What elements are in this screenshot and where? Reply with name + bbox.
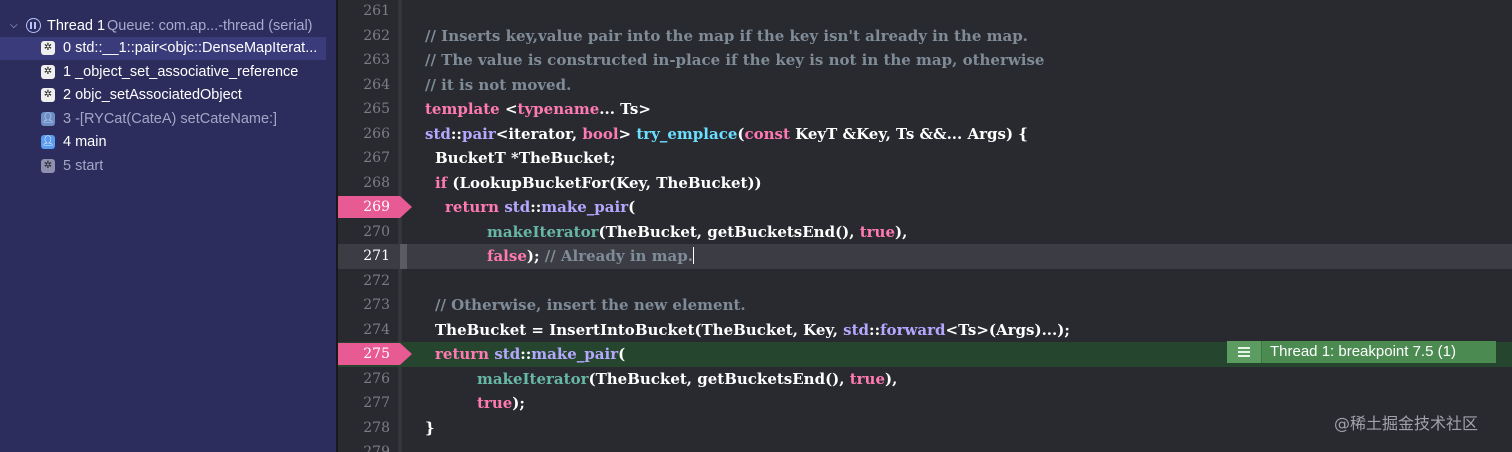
navigator-divider	[336, 0, 338, 452]
line-number: 269	[363, 199, 390, 215]
code-text: return std::make_pair(	[445, 198, 636, 216]
user-icon: 👤︎	[41, 112, 55, 126]
line-number: 278	[363, 419, 390, 436]
code-line[interactable]: 276 makeIterator(TheBucket, getBucketsEnd…	[338, 367, 1512, 392]
code-line[interactable]: 272	[338, 269, 1512, 294]
breakpoint-marker[interactable]	[338, 342, 412, 366]
stack-frame-label: 5 start	[63, 158, 104, 174]
line-number: 273	[363, 297, 390, 313]
menu-icon[interactable]	[1227, 341, 1262, 363]
code-line[interactable]: 277 true);	[338, 391, 1512, 416]
code-text: return std::make_pair(	[435, 345, 626, 363]
breakpoint-marker[interactable]	[338, 195, 412, 219]
line-number: 279	[363, 444, 390, 452]
watermark: @稀土掘金技术社区	[1334, 414, 1479, 433]
thread-name: Thread 1	[47, 18, 106, 34]
code-line[interactable]: 274 TheBucket = InsertIntoBucket(TheBucke…	[338, 318, 1512, 343]
stack-frame-label: 4 main	[63, 134, 107, 150]
code-line[interactable]: 261	[338, 0, 1512, 24]
code-text: // Inserts key,value pair into the map i…	[425, 26, 1028, 45]
line-number: 267	[363, 150, 390, 166]
line-number-gutter[interactable]	[338, 0, 400, 452]
thread-queue-label: Queue: com.ap...-thread (serial)	[107, 18, 313, 34]
chevron-down-icon[interactable]: ⌵	[10, 20, 18, 31]
current-line-marker	[400, 244, 407, 269]
code-line[interactable]: 278}	[338, 416, 1512, 441]
code-line[interactable]: 262 // Inserts key,value pair into the ma…	[338, 24, 1512, 49]
text-caret	[692, 247, 695, 264]
code-line[interactable]: 269 return std::make_pair(	[338, 195, 1512, 220]
stack-frame-5[interactable]: ✲ 5 start	[0, 155, 336, 178]
gear-icon: ✲	[41, 159, 55, 173]
code-text: // Otherwise, insert the new element.	[435, 296, 746, 314]
stack-frame-2[interactable]: ✲ 2 objc_setAssociatedObject	[0, 84, 336, 107]
stack-frame-4[interactable]: 👤︎ 4 main	[0, 131, 336, 154]
code-line[interactable]: 266 std::pair<iterator, bool> try_emplace…	[338, 122, 1512, 147]
code-text: BucketT *TheBucket;	[435, 149, 616, 167]
line-number: 264	[363, 76, 390, 93]
code-text: true);	[477, 394, 525, 412]
code-text: makeIterator(TheBucket, getBucketsEnd(),…	[487, 222, 908, 241]
code-line[interactable]: 270 makeIterator(TheBucket, getBucketsEnd…	[338, 220, 1512, 245]
line-number: 272	[363, 272, 390, 289]
line-number: 261	[363, 3, 390, 19]
code-text: if (LookupBucketFor(Key, TheBucket))	[435, 173, 762, 192]
stack-frame-label: 1 _object_set_associative_reference	[63, 64, 299, 80]
gear-icon: ✲	[41, 88, 55, 102]
code-text: // The value is constructed in-place if …	[425, 51, 1045, 69]
code-text: }	[425, 418, 435, 437]
code-folding-ribbon[interactable]	[398, 0, 402, 452]
stack-frame-label: 2 objc_setAssociatedObject	[63, 87, 242, 103]
code-text: template <typename... Ts>	[425, 100, 651, 118]
debug-navigator: ⌵ Thread 1 Queue: com.ap...-thread (seri…	[0, 0, 336, 452]
code-line[interactable]: 263 // The value is constructed in-place …	[338, 48, 1512, 73]
line-number: 262	[363, 27, 390, 44]
line-number: 268	[363, 174, 390, 191]
stack-frame-0[interactable]: ✲ 0 std::__1::pair<objc::DenseMapIterat.…	[0, 37, 326, 60]
thread-icon	[26, 18, 41, 33]
gear-icon: ✲	[41, 41, 55, 55]
gear-icon: ✲	[41, 65, 55, 79]
breakpoint-annotation[interactable]: Thread 1: breakpoint 7.5 (1)	[1227, 341, 1496, 363]
line-number: 275	[363, 346, 390, 362]
code-line[interactable]: 265 template <typename... Ts>	[338, 97, 1512, 122]
line-number: 276	[363, 370, 390, 387]
line-number: 277	[363, 395, 390, 411]
code-line[interactable]: 267 BucketT *TheBucket;	[338, 146, 1512, 171]
code-line[interactable]: 279	[338, 440, 1512, 452]
stack-frame-label: 3 -[RYCat(CateA) setCateName:]	[63, 111, 278, 127]
line-number: 270	[363, 223, 390, 240]
stack-frame-label: 0 std::__1::pair<objc::DenseMapIterat...	[63, 40, 318, 56]
line-number: 266	[363, 125, 390, 142]
code-line[interactable]: 264 // it is not moved.	[338, 73, 1512, 98]
stack-frame-1[interactable]: ✲ 1 _object_set_associative_reference	[0, 61, 336, 84]
code-line[interactable]: 271 false); // Already in map.	[338, 244, 1512, 269]
user-icon: 👤︎	[41, 135, 55, 149]
code-line[interactable]: 268 if (LookupBucketFor(Key, TheBucket))	[338, 171, 1512, 196]
code-text: false); // Already in map.	[487, 247, 695, 265]
line-number: 265	[363, 101, 390, 117]
breakpoint-annotation-text: Thread 1: breakpoint 7.5 (1)	[1270, 343, 1456, 360]
line-number: 263	[363, 52, 390, 68]
code-text: std::pair<iterator, bool> try_emplace(co…	[425, 124, 1028, 143]
thread-row[interactable]: ⌵ Thread 1 Queue: com.ap...-thread (seri…	[0, 14, 336, 38]
code-text: TheBucket = InsertIntoBucket(TheBucket, …	[435, 320, 1070, 339]
line-number: 271	[363, 248, 390, 264]
line-number: 274	[363, 321, 390, 338]
code-text: makeIterator(TheBucket, getBucketsEnd(),…	[477, 369, 898, 388]
stack-frame-3[interactable]: 👤︎ 3 -[RYCat(CateA) setCateName:]	[0, 108, 336, 131]
code-line[interactable]: 273 // Otherwise, insert the new element.	[338, 293, 1512, 318]
code-text: // it is not moved.	[425, 75, 572, 94]
